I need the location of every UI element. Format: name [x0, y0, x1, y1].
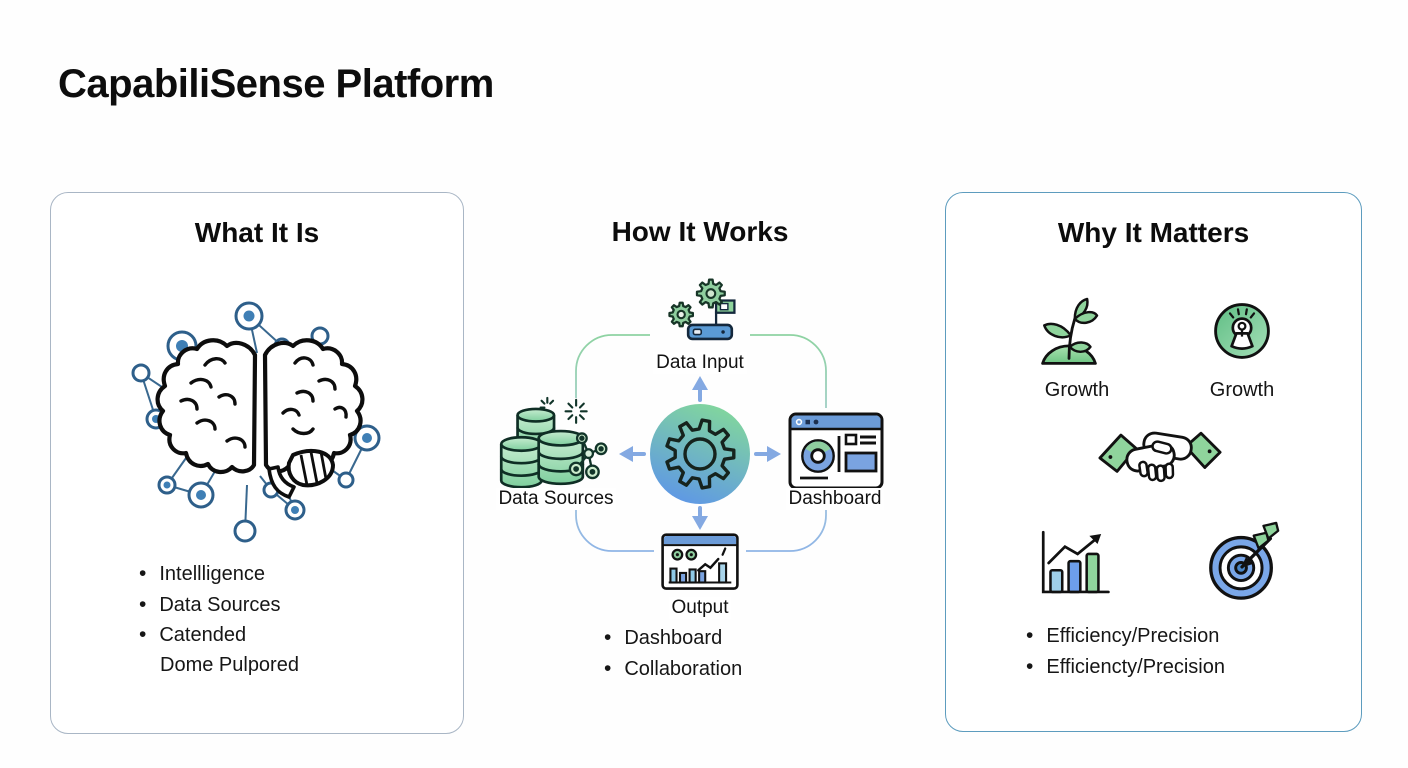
stem: [1067, 317, 1077, 360]
growth-badge-icon: [1210, 299, 1274, 363]
bullet-text: Dashboard: [624, 627, 723, 649]
donut-chart: [801, 439, 835, 473]
arrow-right-head: [767, 446, 781, 462]
window-titlebar: [663, 535, 737, 545]
flow-label-right: Dashboard: [785, 488, 885, 510]
feather-2: [1262, 521, 1280, 540]
panel-what-title: What It Is: [194, 217, 320, 248]
window-titlebar: [791, 415, 881, 428]
flow-label-left: Data Sources: [495, 488, 617, 510]
handshake-icon: [1098, 421, 1222, 495]
flow-label-top: Data Input: [653, 352, 747, 374]
list-item: •Intellligence: [139, 559, 299, 590]
panel-why-title: Why It Matters: [1057, 217, 1250, 248]
target-arrow-icon: [1202, 521, 1284, 603]
bullet-text: Collaboration: [624, 657, 743, 680]
list-item: •Catended: [139, 620, 299, 651]
plant-growth-icon: [1036, 295, 1102, 369]
panel-why-it-matters: Why It Matters Growth: [945, 192, 1362, 732]
flow-arrows: [619, 376, 781, 530]
device-body: [686, 323, 734, 341]
trend-arrow: [1047, 536, 1099, 565]
sparkles: [539, 396, 588, 424]
what-bullet-list: •Intellligence •Data Sources •Catended D…: [139, 559, 299, 680]
arrow-head: [1241, 557, 1253, 568]
bullet-text: Efficiency/Precision: [1046, 625, 1220, 647]
arrow-up-head: [692, 376, 708, 390]
trend-line: [697, 557, 720, 572]
databases-icon: [495, 396, 615, 492]
list-item: •Dashboard: [604, 623, 742, 654]
green-gears: [668, 278, 726, 328]
brain-network-icon: [97, 293, 417, 553]
output-chart-icon: [660, 532, 740, 593]
how-bullet-list: •Dashboard •Collaboration: [604, 623, 742, 684]
page-title: CapabiliSense Platform: [58, 62, 494, 106]
why-bullet-list: •Efficiency/Precision •Efficiencty/Preci…: [1026, 621, 1225, 682]
brain-shape: [155, 338, 365, 499]
list-item: •Efficiency/Precision: [1026, 621, 1225, 652]
panel-what-it-is: What It Is: [50, 192, 464, 734]
thumb: [1151, 440, 1173, 455]
growth-label-2: Growth: [1209, 379, 1275, 401]
list-item: •Efficiencty/Precision: [1026, 652, 1225, 683]
arrow-left-head: [619, 446, 633, 462]
fingers: [1138, 460, 1175, 483]
how-diagram: Data Input: [460, 270, 940, 620]
bar-chart-arrow-icon: [1036, 525, 1112, 601]
bullet-continuation: Dome Pulpored: [160, 653, 299, 676]
flow-label-bottom: Output: [668, 597, 732, 619]
list-item: •Collaboration: [604, 654, 742, 685]
dashboard-window-icon: [788, 408, 884, 492]
growth-label-1: Growth: [1044, 379, 1110, 401]
arrow-down-head: [692, 516, 708, 530]
bullet-text: Efficiencty/Precision: [1046, 655, 1225, 678]
arrow-head: [1089, 534, 1102, 544]
badge-marks: [1228, 308, 1256, 319]
molecule: [568, 432, 608, 480]
bullet-text: Catended: [159, 624, 247, 646]
process-gear-icon: [665, 418, 736, 490]
db-cylinders: [499, 407, 585, 489]
gears-device-icon: [655, 274, 751, 348]
bullet-text: Data Sources: [159, 593, 281, 616]
bullet-text: Intellligence: [159, 563, 265, 585]
panel-block: [844, 451, 878, 473]
panel-how-title: How It Works: [611, 216, 789, 247]
list-item: •Data Sources: [139, 590, 299, 621]
